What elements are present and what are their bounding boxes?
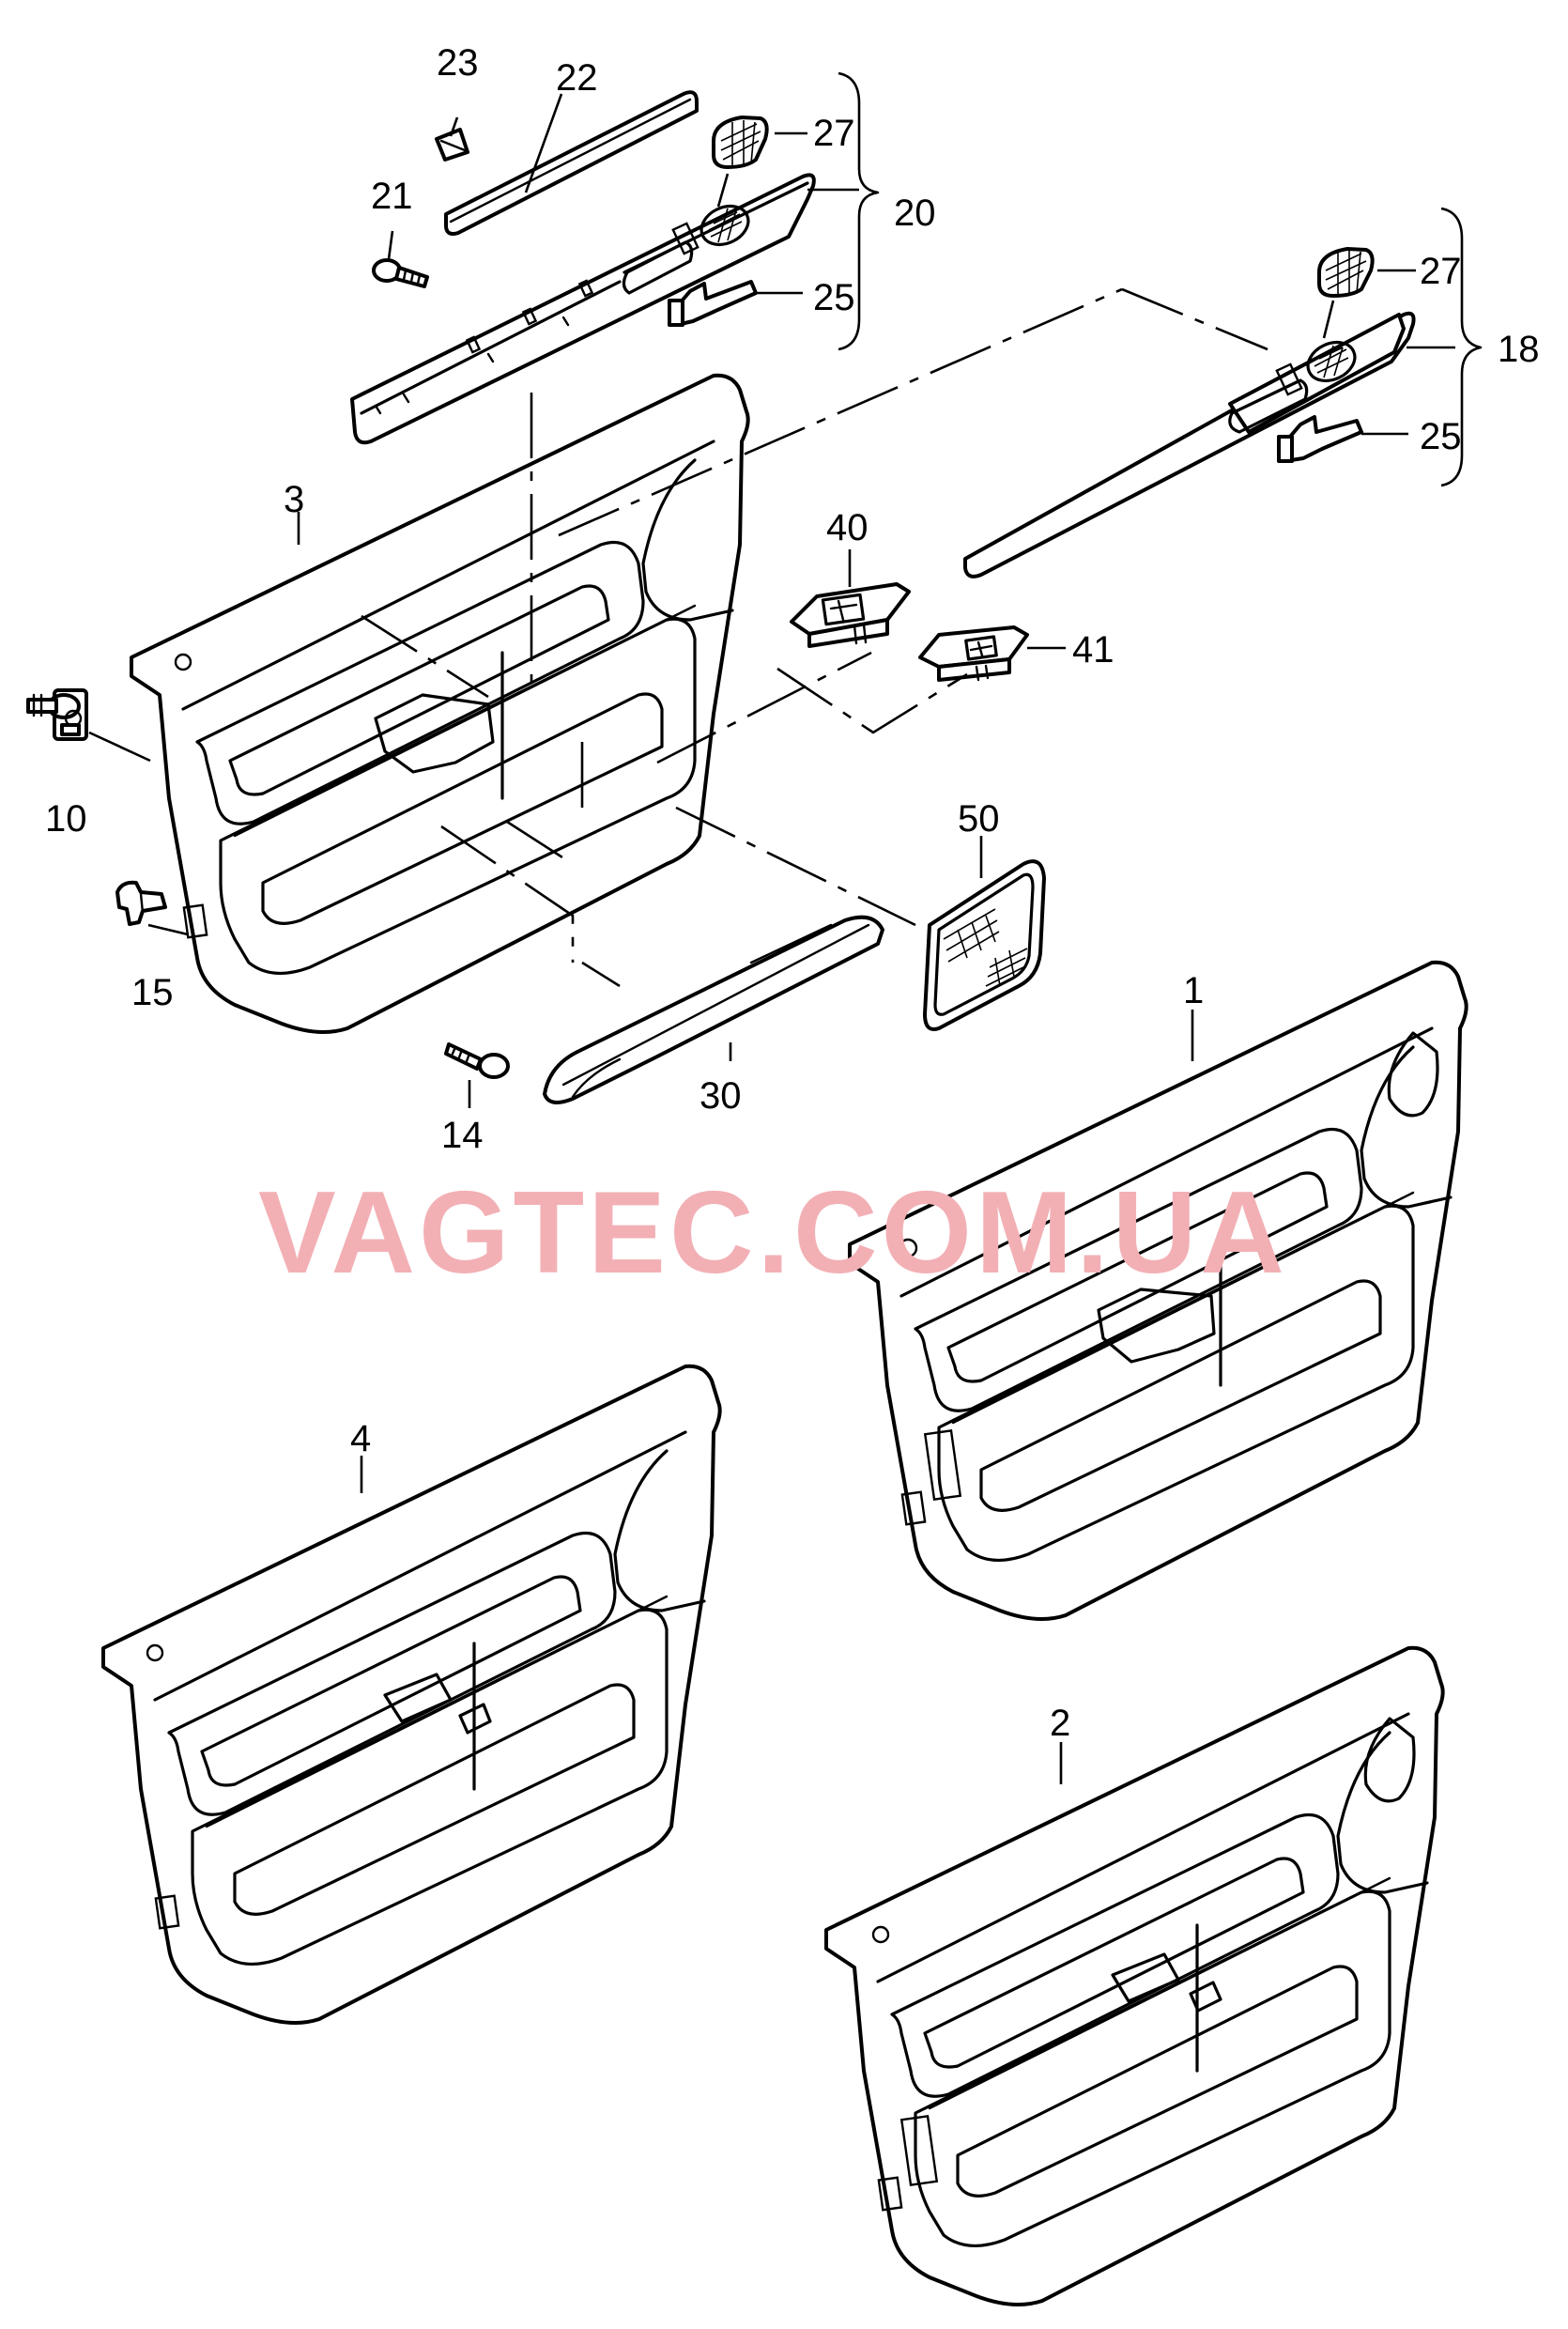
speaker-cover-50 [923,859,1046,1031]
fastener-10 [26,688,88,741]
callout-27-top: 27 [813,113,855,154]
speaker-grille-27-right [1317,247,1375,298]
callout-25-right: 25 [1420,416,1462,457]
screw-21 [372,258,429,288]
screw-14 [444,1042,510,1079]
callout-2: 2 [1050,1703,1070,1744]
callout-30: 30 [699,1075,742,1117]
door-panel-3 [130,373,750,1035]
window-switch-40 [790,582,911,648]
watermark: VAGTEC.COM.UA [258,1168,1288,1298]
callout-20: 20 [894,193,936,234]
armrest-trim-18 [963,311,1416,578]
callout-3: 3 [284,479,304,520]
assembly-lines [361,287,1268,988]
leader-lines [88,93,1455,1784]
callout-1: 1 [1183,970,1204,1011]
callout-27-right: 27 [1420,251,1462,292]
armrest-pull-30 [543,915,884,1104]
callout-14: 14 [441,1115,484,1156]
callout-23: 23 [437,42,479,84]
clip-15 [115,880,167,926]
callout-41: 41 [1072,629,1115,671]
door-panel-2 [824,1645,1445,2306]
brace-20 [838,71,880,351]
release-handle-25-top [668,280,758,327]
callout-21: 21 [371,176,413,217]
callout-15: 15 [131,972,174,1013]
window-switch-41 [918,625,1029,682]
callouts: 23 22 21 27 20 25 27 18 25 3 40 41 10 50… [45,42,1540,1744]
callout-4: 4 [350,1418,371,1459]
speaker-grille-27-top [712,116,769,169]
door-panel-4 [101,1364,722,2025]
callout-22: 22 [556,57,598,99]
release-handle-25-right [1277,415,1363,463]
trim-strip-22 [444,90,699,236]
door-panel-1 [848,960,1468,1622]
callout-50: 50 [958,798,1000,840]
callout-10: 10 [45,798,87,840]
armrest-trim-20 [350,173,816,445]
callout-25-top: 25 [813,277,855,318]
callout-18: 18 [1498,329,1540,370]
callout-40: 40 [826,507,869,548]
brace-18 [1440,207,1483,487]
